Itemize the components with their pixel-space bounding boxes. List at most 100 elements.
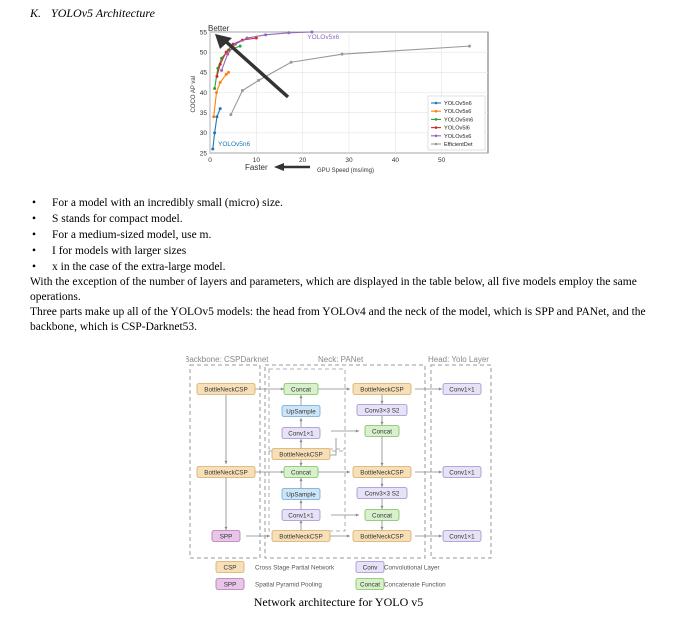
neck-conv1-1 [281, 427, 321, 439]
arrow-head-icon [299, 478, 303, 482]
data-point [257, 78, 261, 82]
list-item-text: x in the case of the extra-large model. [52, 261, 226, 273]
legend-label: EfficientDet [444, 142, 473, 148]
y-tick-label: 40 [200, 90, 208, 97]
arrow-head-icon [299, 439, 303, 443]
head-frame [430, 364, 492, 559]
arrow-head-icon [346, 387, 350, 391]
data-point [218, 62, 222, 66]
neck-concat-1 [283, 383, 319, 395]
data-point [264, 33, 268, 37]
head-conv-3-label: Conv1×1 [449, 533, 475, 540]
neck-right-concat-1-label: Concat [372, 428, 392, 435]
series-line [230, 45, 470, 115]
data-point [238, 44, 242, 48]
data-point [213, 131, 217, 135]
neck-frame [264, 364, 426, 559]
y-tick-label: 50 [200, 49, 208, 56]
faster-arrow-head-icon [274, 163, 284, 171]
bullet-icon: • [32, 261, 37, 273]
data-point [245, 36, 249, 40]
figure-caption: Network architecture for YOLO v5 [253, 595, 424, 609]
y-tick-label: 25 [200, 150, 208, 157]
neck-bottleneck-bottom [271, 530, 331, 542]
better-arrow-head-icon [215, 34, 232, 49]
list-item-text: I for models with larger sizes [52, 245, 187, 257]
section-heading: K.YOLOv5 Architecture [30, 6, 155, 21]
data-point [233, 42, 237, 46]
legend-text: Cross Stage Partial Network [255, 564, 335, 571]
legend-box [427, 95, 486, 151]
arrow-head-icon [380, 400, 384, 404]
series-line [212, 108, 221, 150]
data-point [213, 86, 217, 90]
neck-right-bottleneck-2 [352, 466, 412, 478]
legend-marker [434, 134, 438, 138]
data-point [212, 115, 216, 119]
legend-marker [434, 118, 438, 121]
arrow-head-icon [355, 429, 359, 433]
data-point [224, 72, 228, 76]
legend-label: YOLOv5s6 [444, 109, 471, 115]
legend-marker [434, 109, 438, 113]
data-point [215, 74, 219, 78]
neck-title: Neck: PANet [318, 355, 364, 364]
arrow-head-icon [280, 387, 284, 391]
bullet-icon: • [32, 213, 37, 225]
legend-tag: CSP [224, 564, 237, 571]
legend-marker [434, 101, 438, 105]
legend-tag: Conv [363, 564, 379, 571]
series-annotation-bottom: YOLOv5n6 [218, 141, 251, 148]
legend-label: YOLOv5x6 [444, 134, 471, 140]
y-tick-label: 35 [200, 110, 208, 117]
y-tick-label: 45 [200, 70, 208, 77]
x-tick-label: 20 [299, 157, 307, 164]
backbone-spp [211, 530, 241, 542]
legend-swatch [355, 561, 385, 573]
neck-right-conv3-1-label: Conv3×3 S2 [365, 407, 400, 414]
arrow-head-icon [266, 534, 270, 538]
data-point [211, 147, 215, 151]
neck-upsample-1 [281, 405, 321, 417]
legend-swatch [215, 578, 245, 590]
arrow-head-icon [380, 421, 384, 425]
x-tick-label: 10 [253, 157, 261, 164]
neck-upsample-2 [281, 488, 321, 500]
x-tick-label: 30 [345, 157, 353, 164]
head-conv-1 [442, 383, 482, 395]
neck-right-bottleneck-1-label: BottleNeckCSP [360, 386, 403, 393]
neck-conv1-2-label: Conv1×1 [288, 512, 314, 519]
backbone-bottleneck-2-label: BottleNeckCSP [204, 469, 247, 476]
legend-marker [434, 142, 438, 146]
head-conv-2-label: Conv1×1 [449, 469, 475, 476]
model-size-list: •For a model with an incredibly small (m… [30, 195, 283, 275]
head-title: Head: Yolo Layer [428, 355, 489, 364]
legend-tag: SPP [224, 581, 237, 588]
neck-upsample-2-label: UpSample [286, 491, 316, 498]
legend-label: YOLOv5m6 [444, 117, 473, 123]
arrow-head-icon [280, 470, 284, 474]
x-tick-label: 0 [208, 157, 212, 164]
data-point [215, 115, 219, 119]
arrow-head-icon [299, 462, 303, 466]
arrow-head-icon [224, 460, 228, 464]
better-arrow-shaft [221, 37, 290, 99]
x-tick-label: 50 [438, 157, 446, 164]
arrow-head-icon [380, 483, 384, 487]
arrow-head-icon [224, 526, 228, 530]
backbone-frame [189, 364, 261, 559]
backbone-bottleneck-2 [196, 466, 256, 478]
legend-text: Concatenate Function [384, 581, 446, 588]
legend-label: YOLOv5l6 [444, 126, 470, 132]
y-axis-label: COCO AP val [191, 76, 197, 113]
bullet-icon: • [32, 229, 37, 241]
neck-concat-2 [283, 466, 319, 478]
data-point [227, 70, 231, 74]
legend-tag: Concat [360, 581, 380, 588]
arrow-head-icon [346, 534, 350, 538]
legend-label: YOLOv5n6 [444, 101, 472, 107]
arrow-head-icon [299, 418, 303, 422]
legend-swatch [215, 561, 245, 573]
neck-inner-frame-top [268, 368, 346, 450]
